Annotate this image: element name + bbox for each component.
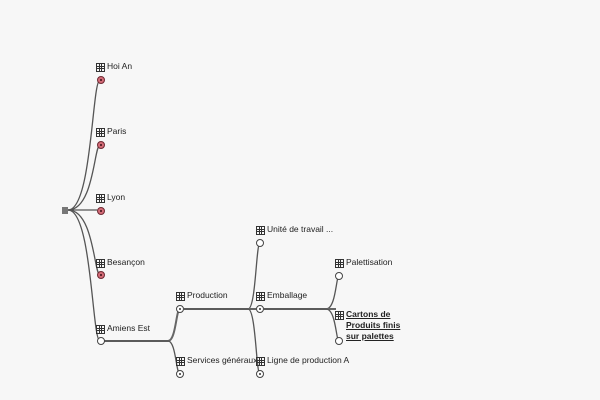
collapse-amiens-est-button[interactable] — [97, 337, 105, 345]
table-icon — [96, 194, 105, 203]
edge-emballage-child3 — [264, 308, 340, 342]
node-label-cartons-produits: Cartons de Produits finis sur palettes — [346, 309, 401, 341]
node-label-hoi-an: Hoi An — [107, 61, 133, 71]
collapse-emballage-button[interactable] — [256, 305, 264, 313]
expand-palettisation-button[interactable] — [335, 272, 343, 280]
node-label-paris: Paris — [107, 126, 127, 136]
edge-amiens-services — [104, 340, 181, 375]
expand-paris-button[interactable] — [97, 141, 105, 149]
node-paris[interactable]: Paris — [96, 126, 126, 137]
node-hoi-an[interactable]: Hoi An — [96, 61, 132, 72]
node-label-services-generaux: Services généraux — [187, 355, 258, 365]
table-icon — [96, 63, 105, 72]
expand-lyon-button[interactable] — [97, 207, 105, 215]
expand-services-generaux-button[interactable] — [176, 370, 184, 378]
table-icon — [256, 357, 265, 366]
node-label-besancon: Besançon — [107, 257, 145, 267]
table-icon — [176, 292, 185, 301]
node-label-amiens-est: Amiens Est — [107, 323, 150, 333]
edge-root-amiens — [67, 209, 101, 342]
table-icon — [96, 259, 105, 268]
node-label-palettisation: Palettisation — [346, 257, 393, 267]
table-icon — [256, 226, 265, 235]
node-cartons-produits-selected[interactable]: Cartons de Produits finis sur palettes — [335, 309, 410, 342]
node-services-generaux[interactable]: Services généraux — [176, 355, 257, 366]
expand-unite-travail-button[interactable] — [256, 239, 264, 247]
table-icon — [96, 325, 105, 334]
edge-root-hoi-an — [67, 79, 101, 211]
root-handle[interactable] — [62, 207, 68, 214]
node-amiens-est[interactable]: Amiens Est — [96, 323, 150, 334]
node-label-unite-travail: Unité de travail ... — [267, 224, 334, 234]
node-label-ligne-production-a: Ligne de production A — [267, 355, 350, 365]
expand-cartons-produits-button[interactable] — [335, 337, 343, 345]
node-ligne-production-a[interactable]: Ligne de production A — [256, 355, 349, 366]
collapse-production-button[interactable] — [176, 305, 184, 313]
node-emballage[interactable]: Emballage — [256, 290, 307, 301]
expand-hoi-an-button[interactable] — [97, 76, 105, 84]
table-icon — [256, 292, 265, 301]
node-palettisation[interactable]: Palettisation — [335, 257, 392, 268]
node-label-emballage: Emballage — [267, 290, 308, 300]
node-unite-travail[interactable]: Unité de travail ... — [256, 224, 333, 235]
node-label-production: Production — [187, 290, 228, 300]
node-lyon[interactable]: Lyon — [96, 192, 125, 203]
node-production[interactable]: Production — [176, 290, 228, 301]
node-label-lyon: Lyon — [107, 192, 126, 202]
node-besancon[interactable]: Besançon — [96, 257, 145, 268]
table-icon — [335, 311, 344, 320]
expand-besancon-button[interactable] — [97, 271, 105, 279]
table-icon — [335, 259, 344, 268]
table-icon — [176, 357, 185, 366]
expand-ligne-production-a-button[interactable] — [256, 370, 264, 378]
table-icon — [96, 128, 105, 137]
